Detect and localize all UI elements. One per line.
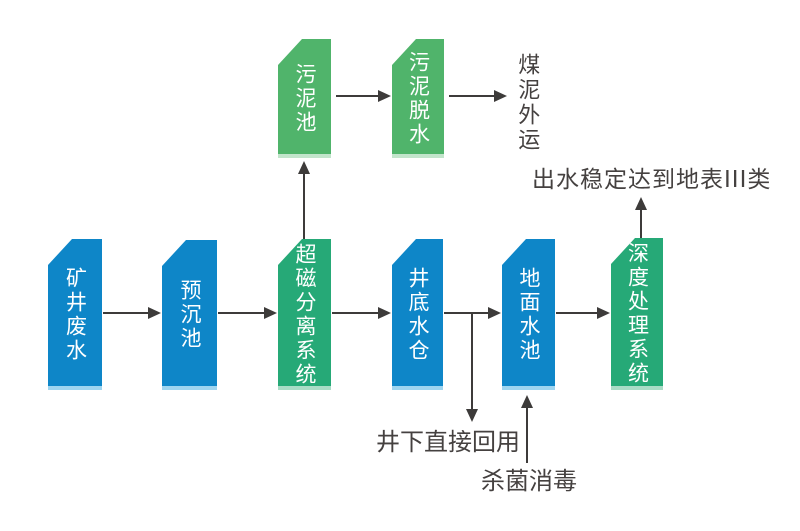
node-advanced-treatment-label: 深度处理系统	[625, 242, 650, 386]
node-shaft-bottom-sump: 井底水仓	[392, 239, 443, 390]
node-super-magnetic-label: 超磁分离系统	[293, 242, 317, 387]
label-effluent-standard: 出水稳定达到地表III类	[532, 167, 772, 193]
node-surface-pool-label: 地面水池	[517, 266, 541, 363]
label-disinfection: 杀菌消毒	[481, 467, 577, 495]
label-coal-sludge-out: 煤泥外运	[514, 53, 540, 153]
node-sludge-pool: 污泥池	[278, 39, 331, 158]
node-surface-pool: 地面水池	[502, 239, 555, 390]
node-sludge-pool-label: 污泥池	[293, 62, 317, 135]
node-super-magnetic: 超磁分离系统	[278, 239, 331, 390]
node-sludge-dewatering-label: 污泥脱水	[406, 50, 431, 147]
node-mine-wastewater: 矿井废水	[48, 239, 102, 390]
node-pre-sedimentation: 预沉池	[162, 240, 217, 390]
label-underground-reuse: 井下直接回用	[376, 428, 520, 456]
node-sludge-dewatering: 污泥脱水	[392, 39, 444, 158]
node-mine-wastewater-label: 矿井废水	[63, 266, 88, 363]
node-shaft-bottom-sump-label: 井底水仓	[406, 266, 430, 363]
node-pre-sedimentation-label: 预沉池	[178, 279, 202, 351]
node-advanced-treatment: 深度处理系统	[611, 238, 663, 390]
